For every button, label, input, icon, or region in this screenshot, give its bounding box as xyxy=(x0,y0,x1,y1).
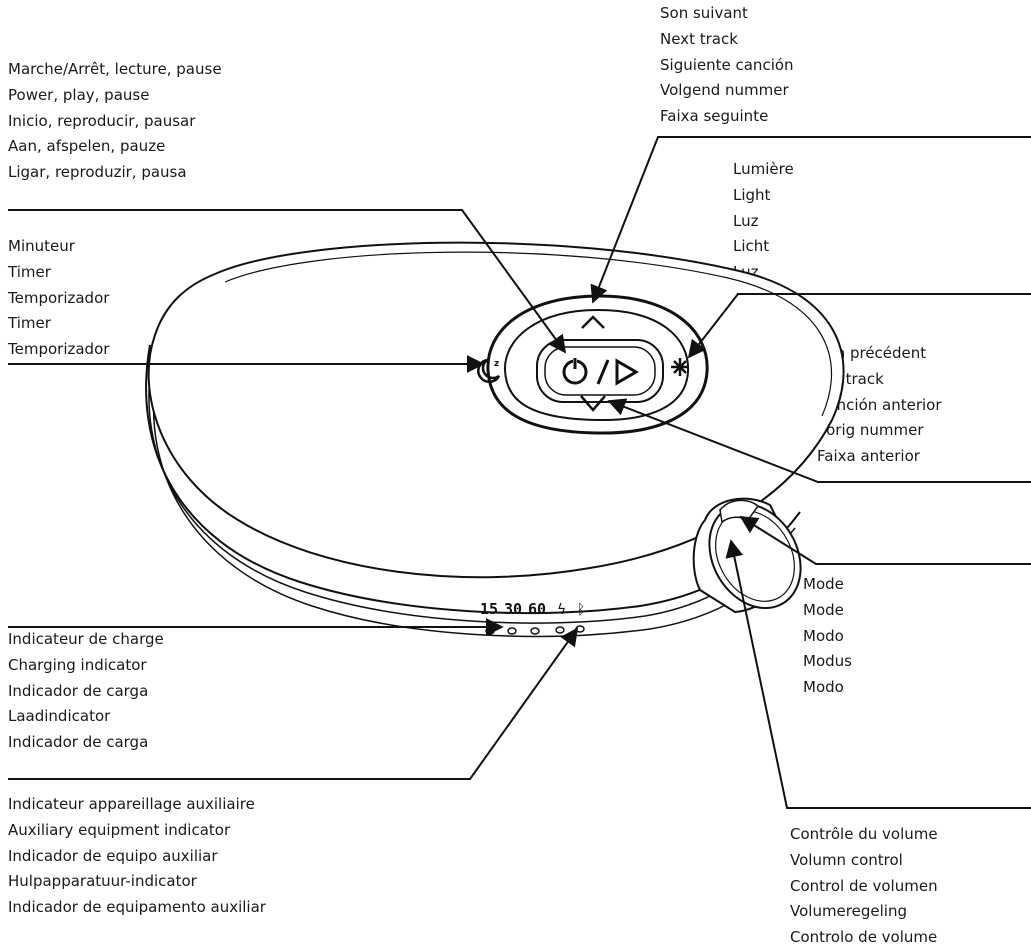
mode-nl: Modus xyxy=(803,652,852,671)
indicator-strip: 15 30 60 ϟ ᛒ xyxy=(480,600,585,635)
light-nl: Licht xyxy=(733,237,770,256)
indicator-15: 15 xyxy=(480,600,498,618)
timer-fr: Minuteur xyxy=(8,237,75,255)
control-panel xyxy=(477,294,709,435)
power-pt: Ligar, reproduzir, pausa xyxy=(8,163,187,182)
volume-pt: Controlo de volume xyxy=(790,928,938,947)
next-track-leader xyxy=(590,136,1031,304)
next-track-pt: Faixa seguinte xyxy=(660,107,769,126)
auxiliary-nl: Hulpapparatuur-indicator xyxy=(8,872,197,891)
next-track-en: Next track xyxy=(660,29,738,48)
timer-label: Minuteur Timer Temporizador Timer Tempor… xyxy=(8,234,109,363)
volume-nl: Volumeregeling xyxy=(790,902,907,921)
auxiliary-fr: Indicateur appareillage auxiliaire xyxy=(8,795,255,813)
led-60 xyxy=(530,627,540,635)
play-icon xyxy=(615,358,639,386)
light-fr: Lumière xyxy=(733,160,794,178)
indicator-30: 30 xyxy=(504,600,522,618)
next-track-label: Son suivant Next track Siguiente canción… xyxy=(660,1,794,130)
auxiliary-leader xyxy=(8,627,579,780)
charging-fr: Indicateur de charge xyxy=(8,630,164,648)
auxiliary-es: Indicador de equipo auxiliar xyxy=(8,846,218,865)
mode-label: Mode Mode Modo Modus Modo xyxy=(803,572,852,701)
previous-track-fr: Son précédent xyxy=(817,344,927,362)
previous-track-icon xyxy=(580,395,606,412)
mode-pt: Modo xyxy=(803,678,844,697)
charging-pt: Indicador de carga xyxy=(8,733,149,752)
next-track-es: Siguiente canción xyxy=(660,55,794,74)
previous-track-label: Son précédent Pre track Canción anterior… xyxy=(817,341,942,470)
timer-en: Timer xyxy=(8,262,51,281)
volume-fr: Contrôle du volume xyxy=(790,825,938,843)
control-panel-inner xyxy=(503,308,690,422)
previous-track-leader xyxy=(607,398,1031,483)
led-bluetooth xyxy=(575,625,585,633)
power-en: Power, play, pause xyxy=(8,85,150,104)
device-bottom-edge-inner xyxy=(152,377,786,638)
volume-leader xyxy=(725,539,1031,809)
timer-pt: Temporizador xyxy=(8,340,110,359)
led-30 xyxy=(507,627,517,635)
previous-track-nl: Vorig nummer xyxy=(817,421,924,440)
power-nl: Aan, afspelen, pauze xyxy=(8,137,166,156)
charging-nl: Laadindicator xyxy=(8,707,111,726)
sun-icon xyxy=(671,358,689,376)
led-15 xyxy=(485,627,495,635)
auxiliary-label: Indicateur appareillage auxiliaire Auxil… xyxy=(8,792,266,921)
timer-es: Temporizador xyxy=(8,288,110,307)
volume-en: Volumn control xyxy=(790,850,903,869)
power-fr: Marche/Arrêt, lecture, pause xyxy=(8,60,222,78)
previous-track-es: Canción anterior xyxy=(817,395,942,414)
power-label: Marche/Arrêt, lecture, pause Power, play… xyxy=(8,57,222,186)
led-charge xyxy=(555,626,565,634)
light-es: Luz xyxy=(733,211,759,230)
previous-track-pt: Faixa anterior xyxy=(817,447,920,466)
auxiliary-en: Auxiliary equipment indicator xyxy=(8,820,231,839)
auxiliary-pt: Indicador de equipamento auxiliar xyxy=(8,898,266,917)
leader-lines xyxy=(8,136,1031,809)
mode-es: Modo xyxy=(803,626,844,645)
charging-en: Charging indicator xyxy=(8,655,147,674)
next-track-fr: Son suivant xyxy=(660,4,748,22)
charging-label: Indicateur de charge Charging indicator … xyxy=(8,627,164,756)
volume-label: Contrôle du volume Volumn control Contro… xyxy=(790,822,938,951)
timer-z-icon: z xyxy=(494,359,499,369)
charge-icon: ϟ xyxy=(557,602,566,618)
mode-leader xyxy=(739,516,1031,565)
mode-en: Mode xyxy=(803,600,844,619)
volume-es: Control de volumen xyxy=(790,876,938,895)
power-play-button-inner xyxy=(544,346,656,396)
next-track-nl: Volgend nummer xyxy=(660,81,789,100)
timer-nl: Timer xyxy=(8,314,51,333)
light-leader xyxy=(687,293,1031,359)
power-es: Inicio, reproducir, pausar xyxy=(8,111,196,130)
indicator-60: 60 xyxy=(528,600,546,618)
mode-fr: Mode xyxy=(803,575,844,593)
device-top-rim xyxy=(224,251,833,417)
charging-es: Indicador de carga xyxy=(8,681,149,700)
slash-icon xyxy=(596,359,610,385)
power-leader xyxy=(8,209,567,354)
light-en: Light xyxy=(733,185,771,204)
next-track-icon xyxy=(581,315,605,329)
bluetooth-icon: ᛒ xyxy=(577,602,585,618)
